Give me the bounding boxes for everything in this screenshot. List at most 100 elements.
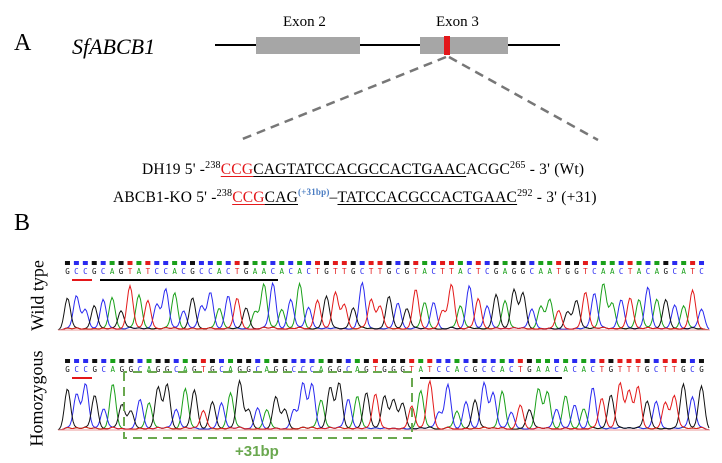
base-call: A [422,267,427,276]
base-call: T [690,267,695,276]
base-call: T [413,267,418,276]
trace-G [57,378,710,431]
base-call: G [364,365,369,374]
base-call: C [226,267,231,276]
quality-mark [626,359,632,363]
quality-mark [155,359,161,363]
exon3-box [420,37,508,54]
base-call: A [655,267,660,276]
base-call: C [138,365,143,374]
base-call: A [563,365,568,374]
base-call: G [699,365,704,374]
homo-chromatogram [57,378,710,431]
quality-mark [644,359,650,363]
quality-mark [481,359,487,363]
base-call: G [391,365,396,374]
base-call: G [382,365,387,374]
base-call: G [351,267,356,276]
quality-mark [228,359,234,363]
base-call: G [237,365,242,374]
base-call: A [110,267,115,276]
quality-mark [282,359,288,363]
quality-mark [297,261,303,265]
base-call: G [65,365,70,374]
base-call: A [503,267,508,276]
quality-mark [341,261,347,265]
base-call: A [172,267,177,276]
base-call: T [556,267,561,276]
quality-mark [609,261,615,265]
quality-mark [617,359,623,363]
quality-mark [382,359,387,363]
quality-mark [466,261,472,265]
quality-mark [663,261,669,265]
quality-mark [368,261,374,265]
quality-mark [209,359,215,363]
quality-mark [83,359,89,363]
base-call: C [174,365,179,374]
quality-mark [499,359,505,363]
quality-mark [436,359,442,363]
quality-mark [662,359,668,363]
quality-mark [309,359,315,363]
quality-mark [270,261,276,265]
base-call: C [83,365,88,374]
quality-mark [128,359,134,363]
quality-mark [191,359,197,363]
base-call: C [208,267,213,276]
base-call: C [592,267,597,276]
quality-mark [563,359,569,363]
quality-mark [163,261,169,265]
base-call: C [554,365,559,374]
base-call: C [467,267,472,276]
quality-mark [526,359,532,363]
base-call: G [473,365,478,374]
base-call: C [485,267,490,276]
trace-T [57,379,710,431]
zoom-line-right [448,55,599,142]
quality-mark [315,261,321,265]
base-call: G [190,267,195,276]
row-note: (+31) [561,189,597,206]
base-call: G [387,267,392,276]
base-call: T [440,267,445,276]
quality-mark [118,261,124,265]
quality-mark [413,261,419,265]
base-call: G [645,365,650,374]
trace-A [57,384,710,431]
base-call: C [530,267,535,276]
quality-mark [554,359,560,363]
base-call: C [346,365,351,374]
base-call: C [163,267,168,276]
quality-mark [599,359,605,363]
exon2-label: Exon 2 [283,14,326,30]
base-call: T [409,365,414,374]
base-call: T [235,267,240,276]
insertion-bracket [123,371,413,439]
base-call: T [583,267,588,276]
quality-mark [198,261,204,265]
trace-C [57,281,710,331]
target-site-marker [444,36,450,55]
quality-mark [73,261,79,265]
base-call: C [199,267,204,276]
base-call: A [547,267,552,276]
base-call: C [431,267,436,276]
quality-mark [264,359,270,363]
base-call: C [360,267,365,276]
quality-mark [618,261,624,265]
base-call: A [147,365,152,374]
quality-mark [427,359,433,363]
quality-mark [671,359,677,363]
quality-mark [490,359,496,363]
quality-mark [463,359,469,363]
quality-mark [565,261,571,265]
exon2-box [256,37,360,54]
quality-mark [234,261,240,265]
quality-mark [472,359,478,363]
base-call: T [428,365,433,374]
base-call: C [591,365,596,374]
base-call: C [101,267,106,276]
quality-mark [207,261,213,265]
